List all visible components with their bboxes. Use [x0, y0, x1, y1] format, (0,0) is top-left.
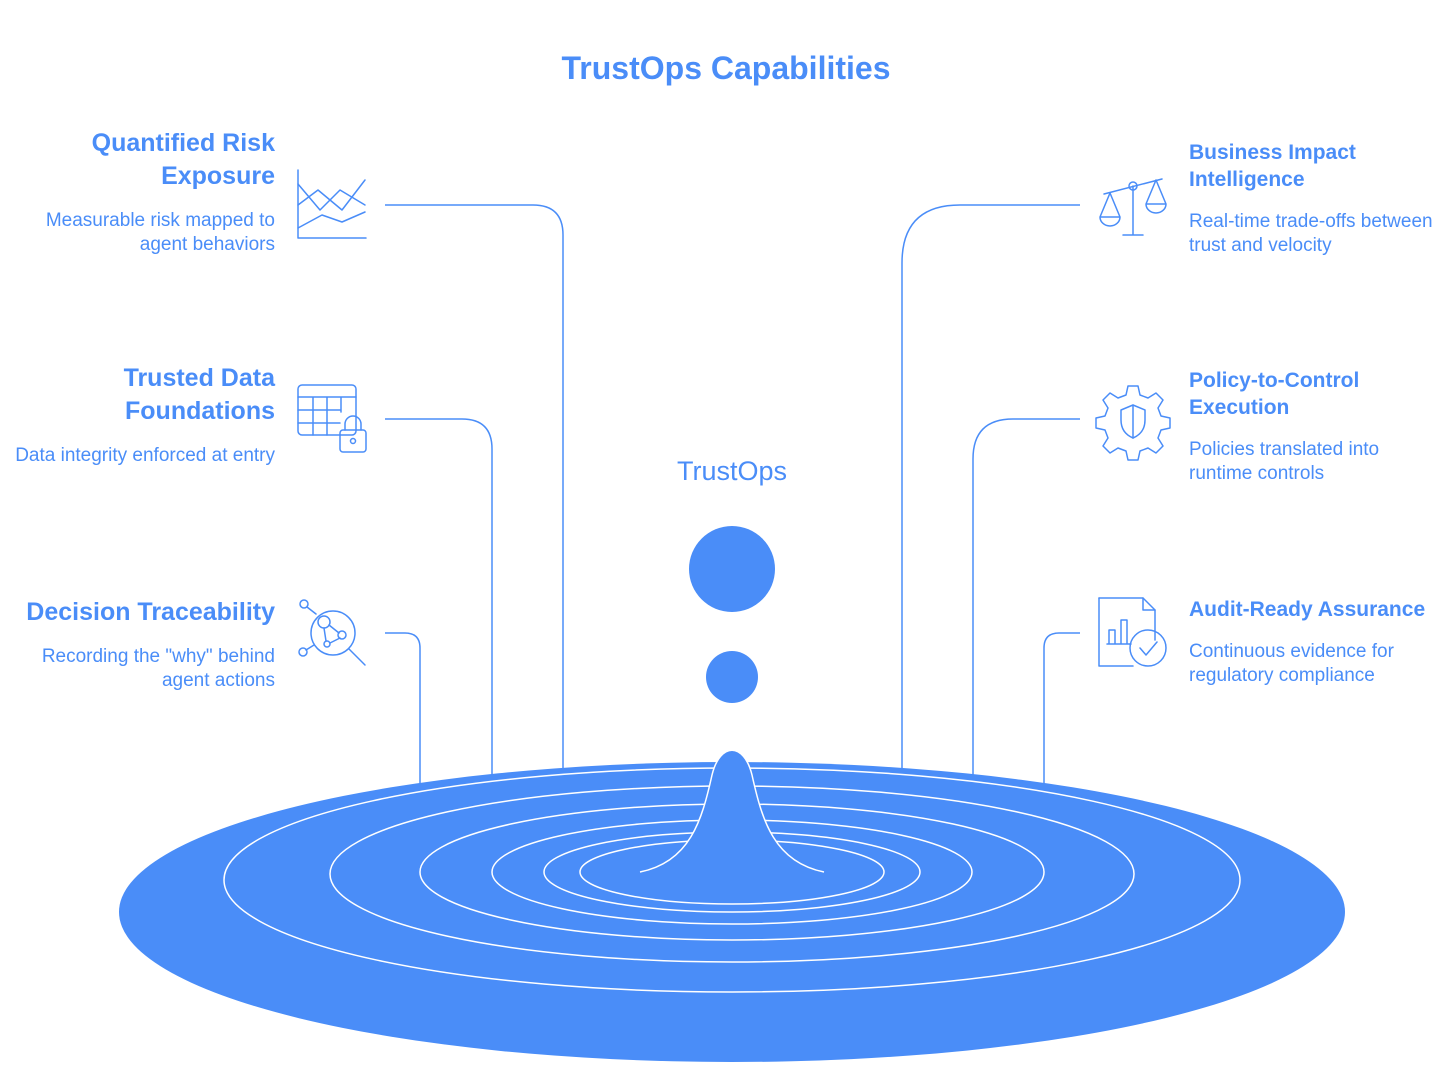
drop-large — [689, 526, 775, 612]
capability-description: Real-time trade-offs between trust and v… — [1189, 211, 1433, 256]
capability-description: Recording the "why" behind agent actions — [41, 646, 275, 691]
drop-small — [706, 651, 758, 703]
capability-description: Data integrity enforced at entry — [15, 445, 275, 466]
connector-line — [385, 204, 564, 768]
capability-business-impact-intelligence: Business Impact Intelligence Real-time t… — [1189, 139, 1439, 258]
capability-decision-traceability: Decision Traceability Recording the "why… — [5, 596, 275, 693]
report-check-icon — [1098, 597, 1167, 667]
gear-shield-icon — [1095, 385, 1171, 461]
ripple-pool — [119, 749, 1345, 1062]
capability-trusted-data-foundations: Trusted Data Foundations Data integrity … — [5, 362, 275, 468]
capability-description: Continuous evidence for regulatory compl… — [1189, 641, 1394, 686]
capability-title: Quantified Risk Exposure — [91, 129, 275, 190]
balance-scale-icon — [1099, 178, 1167, 236]
network-magnifier-icon — [298, 599, 366, 666]
capability-title: Trusted Data Foundations — [123, 364, 275, 425]
page-title: TrustOps Capabilities — [561, 50, 891, 86]
capability-title: Policy-to-Control Execution — [1189, 369, 1360, 419]
line-chart-icon — [297, 169, 367, 239]
capability-title: Decision Traceability — [26, 598, 275, 626]
droplet-splash — [640, 750, 824, 872]
capability-title: Audit-Ready Assurance — [1189, 598, 1426, 621]
connector-line — [901, 204, 1080, 768]
capability-title: Business Impact Intelligence — [1189, 141, 1356, 191]
capability-quantified-risk-exposure: Quantified Risk Exposure Measurable risk… — [5, 127, 275, 257]
capability-description: Policies translated into runtime control… — [1189, 439, 1380, 484]
capability-policy-to-control-execution: Policy-to-Control Execution Policies tra… — [1189, 367, 1419, 486]
connector-line — [385, 418, 493, 775]
center-label: TrustOps — [676, 456, 788, 486]
table-lock-icon — [297, 384, 367, 453]
connector-line — [385, 632, 421, 785]
capability-description: Measurable risk mapped to agent behavior… — [45, 210, 275, 255]
capability-audit-ready-assurance: Audit-Ready Assurance Continuous evidenc… — [1189, 596, 1444, 688]
connector-line — [1043, 632, 1080, 785]
connector-line — [972, 418, 1080, 775]
droplet-splash-outline — [639, 749, 825, 873]
